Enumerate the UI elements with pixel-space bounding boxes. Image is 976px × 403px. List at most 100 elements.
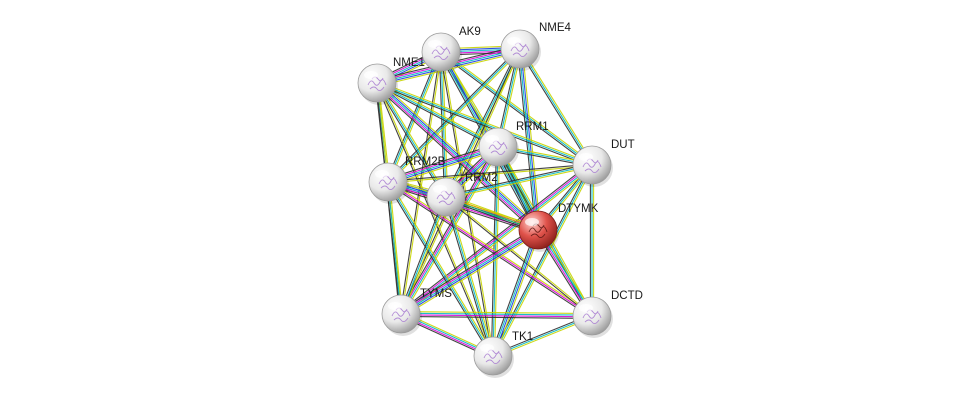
node-sphere[interactable] [473,336,513,376]
edge-evidence-line [401,197,449,315]
edge-evidence-line [376,83,592,168]
node-sphere[interactable] [426,177,466,217]
edge-evidence-line [377,80,593,165]
node-tyms[interactable]: TYMS [381,288,452,336]
edge-evidence-line [401,230,540,316]
edge-dut-dctd[interactable] [589,165,595,316]
edge-evidence-line [520,47,594,165]
node-sphere[interactable] [518,210,558,250]
node-highlight [428,40,442,48]
edge-evidence-line [386,182,493,358]
edge-ak9-dut[interactable] [439,50,594,167]
edge-evidence-line [446,195,593,316]
edge-evidence-line [375,83,493,357]
edge-evidence-line [387,163,592,182]
node-ak9[interactable]: AK9 [421,26,481,74]
edge-rrm2b-tyms[interactable] [385,181,404,315]
edge-evidence-line [378,80,541,229]
edge-nme1-dtymk[interactable] [374,80,541,233]
node-rrm1[interactable]: RRM1 [478,121,549,169]
node-nme4[interactable]: NME4 [500,22,572,71]
edge-evidence-line [387,181,593,317]
edge-evidence-line [492,146,499,357]
edge-evidence-line [445,196,494,357]
node-label-dtymk: DTYMK [558,203,599,215]
edge-evidence-line [376,82,593,166]
edge-nme4-dut[interactable] [518,47,594,167]
edge-evidence-line [376,82,447,198]
node-sphere[interactable] [381,294,421,334]
node-dtymk[interactable]: DTYMK [518,203,599,252]
node-tk1[interactable]: TK1 [473,331,533,378]
node-label-rrm1: RRM1 [516,121,549,133]
node-nme1[interactable]: NME1 [357,57,425,105]
node-label-rrm2: RRM2 [465,172,498,184]
edge-tyms-dctd[interactable] [400,311,593,319]
node-highlight [480,344,494,352]
edge-evidence-line [399,226,537,312]
edge-dtymk-tyms[interactable] [399,226,540,318]
edge-evidence-line [402,232,540,318]
node-dut[interactable]: DUT [572,139,635,187]
edge-evidence-line [386,182,592,318]
edge-evidence-line [518,49,592,167]
edge-evidence-line [402,147,501,316]
edge-evidence-line [440,51,593,166]
edge-evidence-line [389,181,404,314]
edge-evidence-line [445,197,592,318]
node-sphere[interactable] [421,32,461,72]
edge-evidence-line [376,82,499,148]
edge-evidence-line [399,228,538,314]
node-highlight [375,170,389,178]
node-sphere[interactable] [500,29,540,69]
node-label-tyms: TYMS [420,288,452,300]
node-label-nme4: NME4 [539,22,572,34]
edge-evidence-line [387,181,494,357]
edge-rrm2b-tk1[interactable] [386,180,495,358]
node-sphere[interactable] [572,145,612,185]
edge-evidence-line [446,166,593,200]
edge-rrm2-tyms[interactable] [398,196,449,315]
node-sphere[interactable] [478,127,518,167]
edge-dut-rrm2b[interactable] [387,163,593,184]
edge-dut-rrm2[interactable] [445,162,593,200]
node-rrm2[interactable]: RRM2 [426,172,498,219]
edge-evidence-line [400,315,592,319]
edge-dtymk-tk1[interactable] [490,229,541,357]
edge-evidence-line [441,50,594,165]
edge-evidence-line [400,196,447,315]
edge-evidence-line [491,164,592,356]
edge-evidence-line [490,229,537,356]
edge-evidence-line [377,81,540,230]
node-rrm2b[interactable]: RRM2B [368,156,446,204]
edge-evidence-line [401,52,443,315]
node-highlight [579,153,593,161]
node-label-rrm2b: RRM2B [405,156,446,168]
edge-rrm2b-dctd[interactable] [386,180,594,318]
node-highlight [388,302,402,310]
edge-evidence-line [438,52,445,198]
node-sphere[interactable] [368,162,408,202]
edge-evidence-line [388,180,594,316]
edge-evidence-line [386,143,498,180]
edge-evidence-line [400,229,539,315]
edge-evidence-line [387,181,402,315]
edge-evidence-line [401,312,593,316]
node-highlight [579,304,593,312]
edge-evidence-line [521,48,541,230]
node-dctd[interactable]: DCTD [572,290,643,338]
edge-evidence-line [439,52,592,167]
node-sphere[interactable] [572,296,612,336]
edge-nme1-dut[interactable] [376,80,593,168]
edge-evidence-line [494,230,541,357]
node-sphere[interactable] [357,63,397,103]
edge-evidence-line [492,164,593,357]
node-label-nme1: NME1 [393,57,425,69]
node-highlight [433,185,447,193]
node-label-ak9: AK9 [459,26,481,38]
edge-evidence-line [385,182,400,315]
node-highlight [525,218,539,226]
edge-dut-tk1[interactable] [491,164,594,357]
edge-rrm2-dctd[interactable] [445,195,593,318]
edge-evidence-line [445,164,593,198]
